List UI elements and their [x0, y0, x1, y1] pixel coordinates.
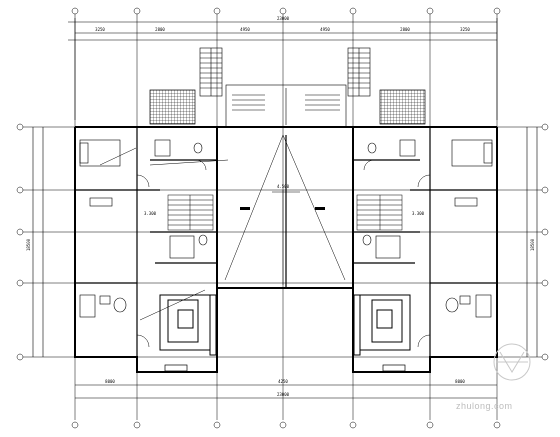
side-dimension-lines [32, 127, 538, 357]
top-left-dim-b: 2800 [155, 27, 165, 32]
watermark-text: zhulong.com [456, 401, 513, 411]
right-room-tag: 3.300 [412, 211, 425, 216]
hall-light-left [240, 207, 250, 210]
left-room-tag: 3.300 [144, 211, 157, 216]
top-right-dim-a: 2800 [400, 27, 410, 32]
top-dimension-lines [68, 18, 498, 120]
terrace-right [379, 89, 426, 125]
bottom-box-right [382, 364, 406, 372]
bed-left [79, 139, 121, 167]
top-right-dim-b: 3250 [460, 27, 470, 32]
outer-walls [74, 126, 498, 373]
desk-right [454, 197, 478, 207]
terrace-left [149, 89, 196, 125]
bottom-dimension-lines [75, 384, 497, 399]
kitchen-left [159, 294, 217, 356]
side-left-dim: 18500 [26, 238, 31, 251]
top-total-dim: 23000 [277, 16, 290, 21]
entry-porch [225, 84, 347, 128]
bottom-box-left [164, 364, 188, 372]
bottom-left-dim: 8000 [105, 379, 115, 384]
bottom-right-dim: 8000 [455, 379, 465, 384]
bottom-mid-dim: 4250 [278, 379, 288, 384]
hall-light-right [315, 207, 325, 210]
interior-walls [75, 127, 497, 357]
side-right-dim: 18500 [530, 238, 535, 251]
top-mid-left-dim: 4950 [240, 27, 250, 32]
top-left-dim-a: 3250 [95, 27, 105, 32]
top-mid-right-dim: 4950 [320, 27, 330, 32]
top-left-stair [199, 47, 223, 97]
grid-axes [16, 7, 549, 429]
watermark-logo [493, 343, 531, 381]
bottom-total-dim: 23000 [277, 392, 290, 397]
hall-level-tag: 4.500 [277, 184, 290, 189]
bed-right [451, 139, 493, 167]
bathroom-fixtures-right [362, 139, 492, 318]
kitchen-right [353, 294, 411, 356]
interior-stair-right [356, 194, 403, 231]
top-right-stair [347, 47, 371, 97]
interior-stair-left [167, 194, 214, 231]
door-arcs [136, 159, 431, 348]
bathroom-fixtures-left [79, 139, 208, 318]
desk-left [89, 197, 113, 207]
